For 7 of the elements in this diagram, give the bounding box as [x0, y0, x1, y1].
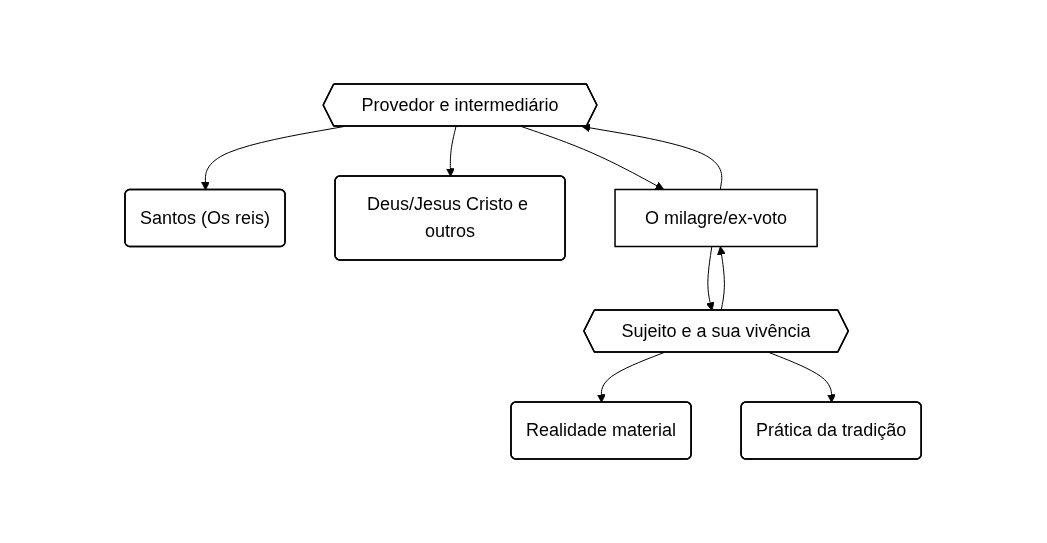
arrow — [521, 126, 665, 190]
arrow — [446, 126, 457, 177]
node-box: O milagre/ex-voto — [614, 188, 819, 248]
arrow — [582, 123, 723, 190]
arrow — [717, 246, 727, 311]
arrow — [706, 246, 715, 311]
arrow — [769, 352, 837, 403]
